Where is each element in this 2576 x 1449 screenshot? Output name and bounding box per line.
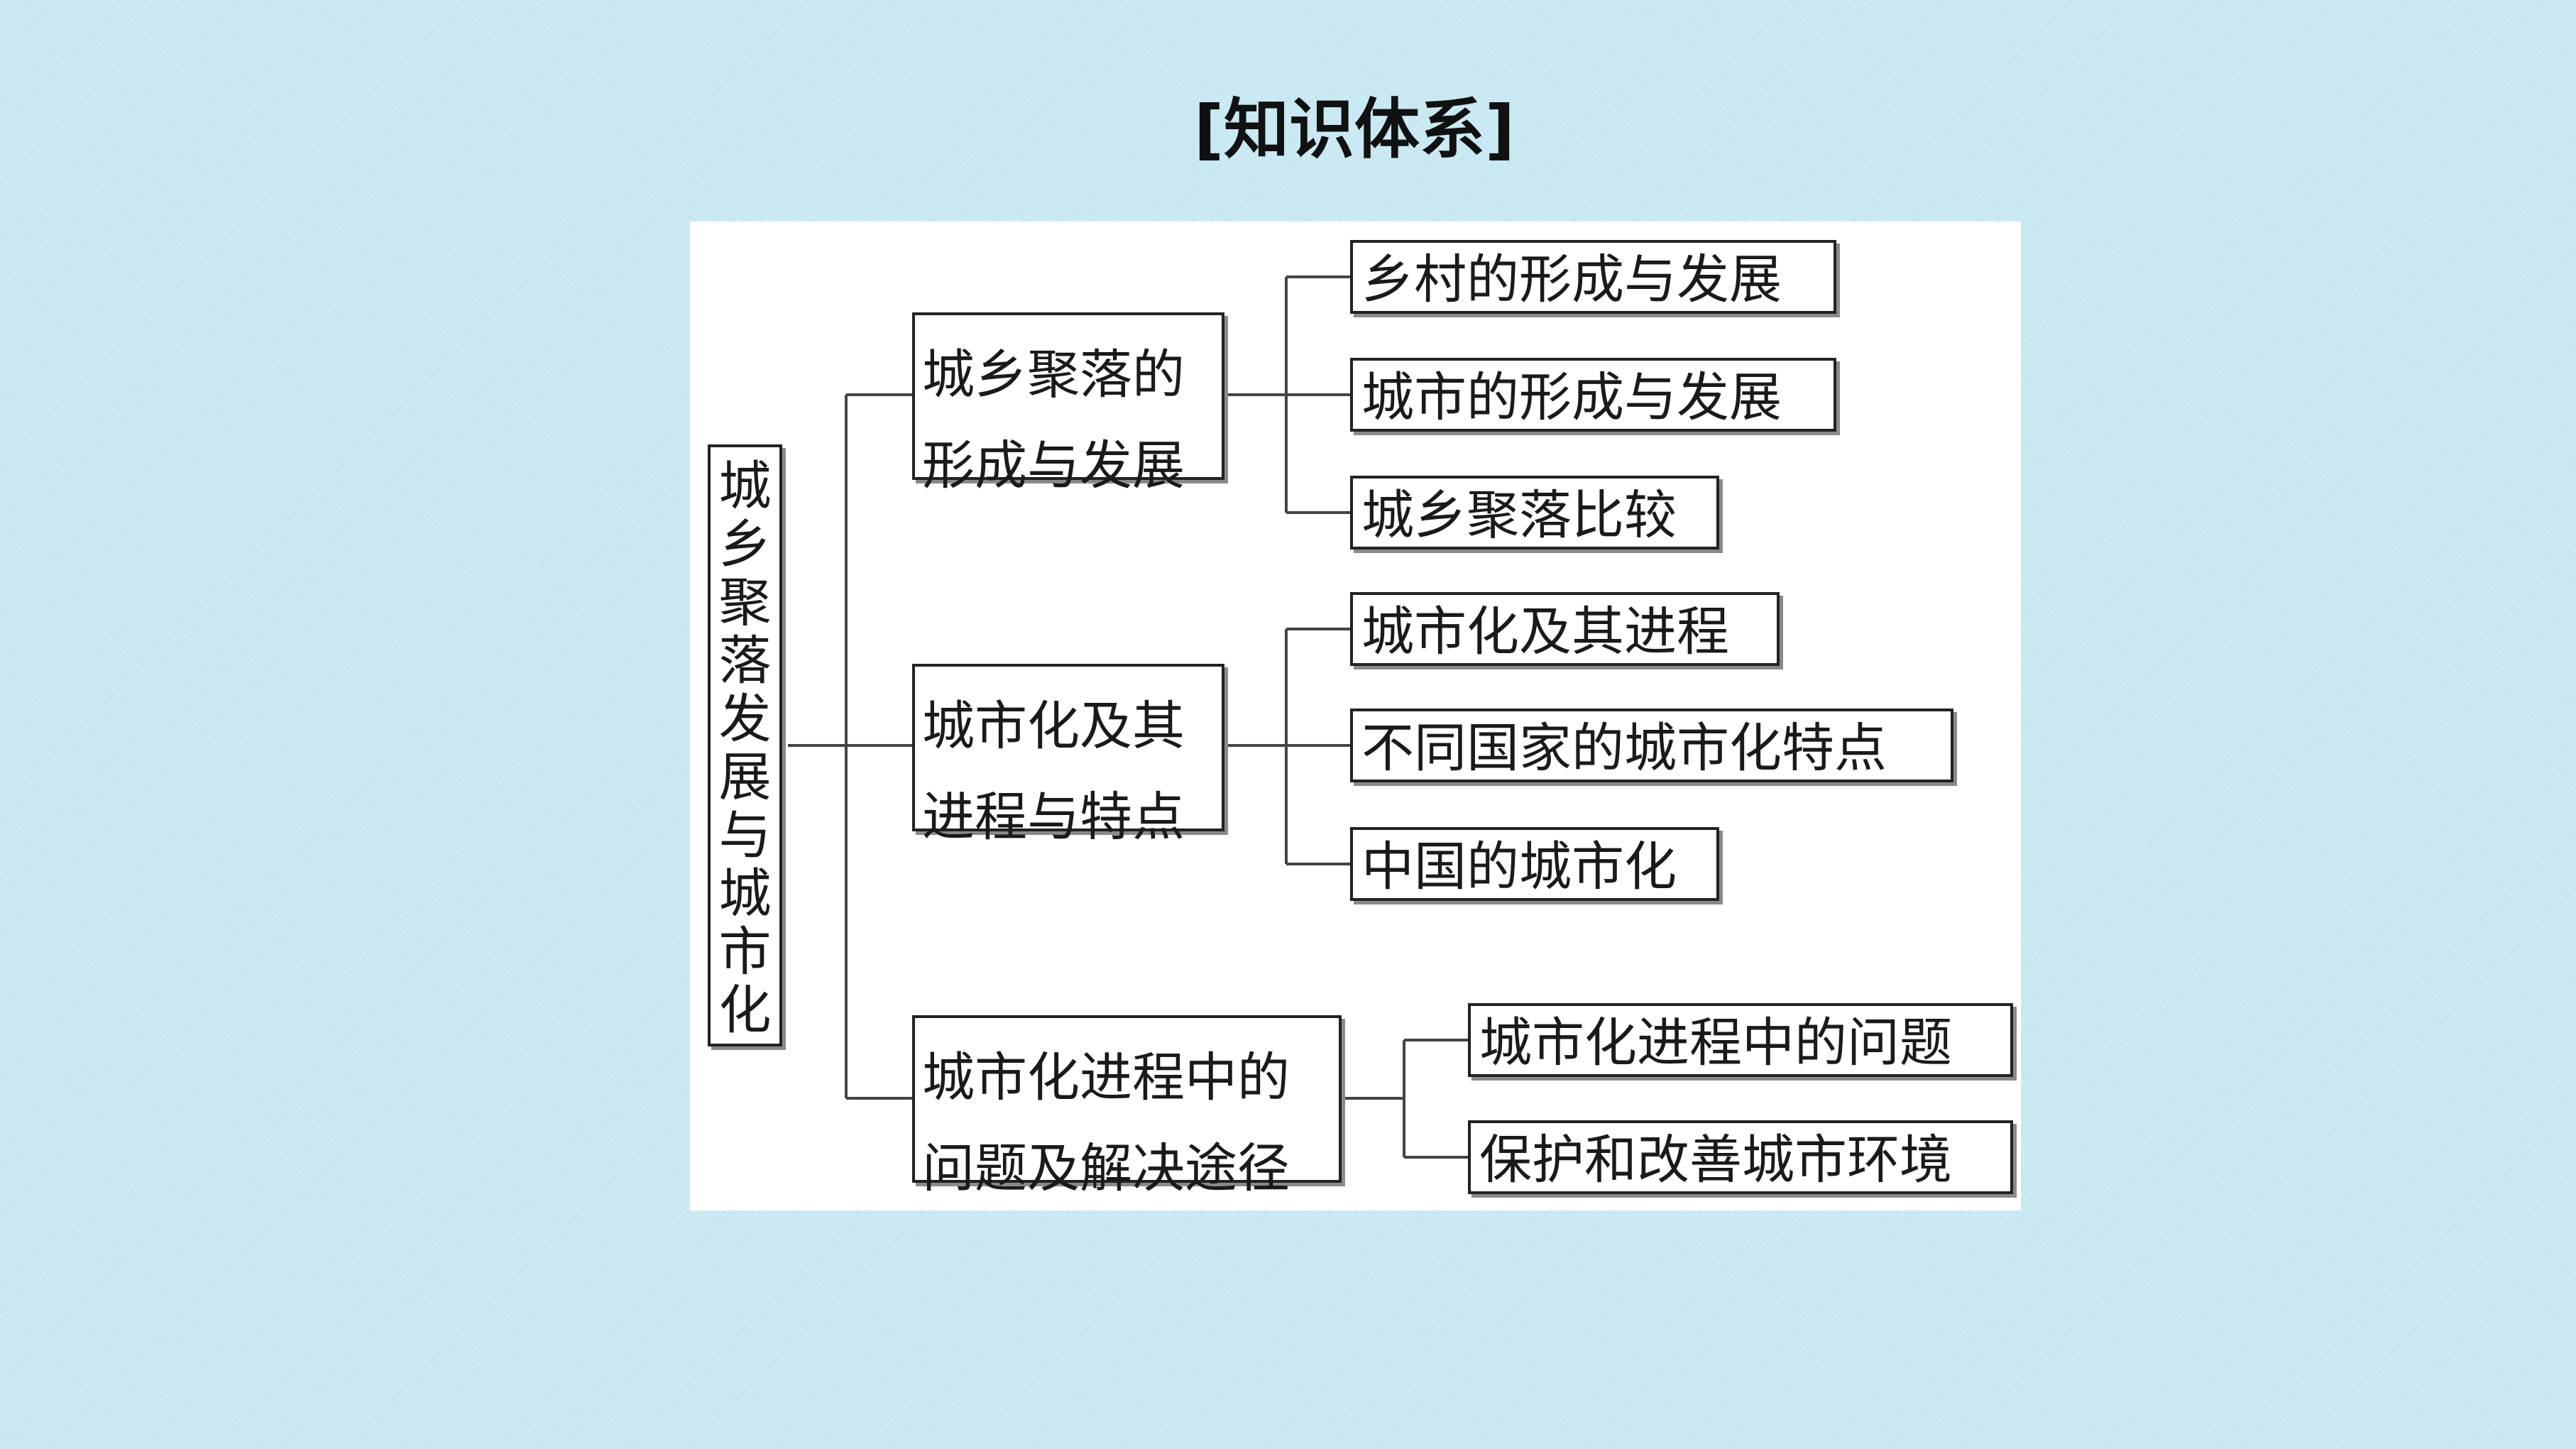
branch-label-line: 城市化进程中的 [922,1047,1290,1108]
branch-label-line: 问题及解决途径 [922,1138,1290,1199]
root-char: 展 [718,747,772,808]
root-char: 聚 [718,572,772,633]
page-title: [知识体系] [1193,92,1516,168]
branch-label-line: 城乡聚落的 [922,344,1185,405]
leaf-node: 不同国家的城市化特点 [1350,709,1953,782]
root-node: 城 乡 聚 落 发 展 与 城 市 化 [708,444,782,1046]
leaf-node: 乡村的形成与发展 [1350,240,1836,314]
branch-label-line: 形成与发展 [922,435,1185,496]
root-char: 与 [718,805,772,866]
root-char: 市 [718,922,772,983]
branch-node-urbanization: 城市化及其 进程与特点 [912,664,1224,848]
root-char: 化 [718,980,772,1041]
root-char: 乡 [718,514,772,575]
leaf-node: 城乡聚落比较 [1350,476,1719,549]
root-char: 城 [718,863,772,924]
leaf-node: 中国的城市化 [1350,827,1719,901]
leaf-node: 城市化及其进程 [1350,592,1780,666]
root-char: 发 [718,689,772,750]
leaf-node: 保护和改善城市环境 [1468,1120,2013,1194]
leaf-node: 城市的形成与发展 [1350,358,1836,432]
branch-label-line: 城市化及其 [922,696,1185,757]
branch-node-problems: 城市化进程中的 问题及解决途径 [912,1015,1342,1199]
leaf-node: 城市化进程中的问题 [1468,1003,2013,1077]
root-char: 落 [718,630,772,691]
root-char: 城 [718,456,772,517]
branch-label-line: 进程与特点 [922,787,1185,848]
branch-node-formation: 城乡聚落的 形成与发展 [912,312,1224,496]
